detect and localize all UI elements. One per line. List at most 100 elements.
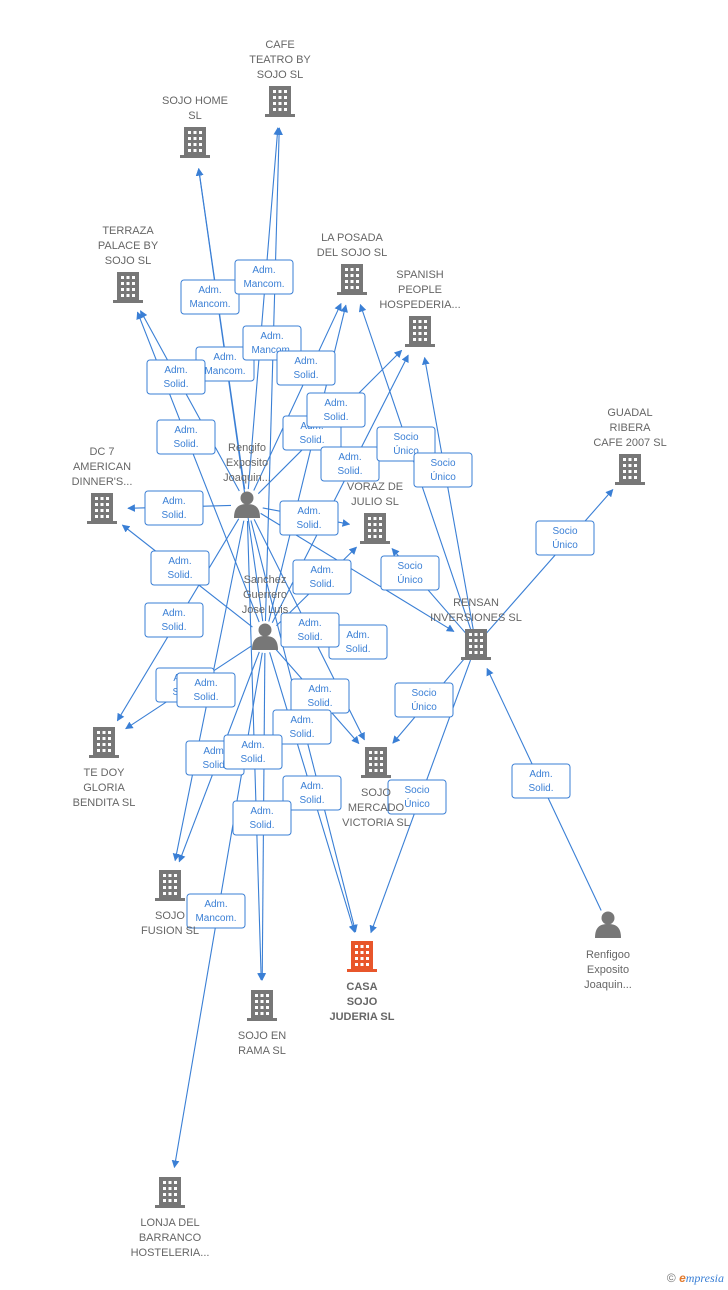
edge-label-box <box>272 709 332 745</box>
edge-label-box <box>279 500 339 536</box>
edge-label-box <box>232 800 292 836</box>
edge-label[interactable]: Adm.Solid. <box>280 612 340 648</box>
edge-sanchez-to-cafe_teatro <box>264 127 283 622</box>
edge-label[interactable]: Adm.Solid. <box>290 678 350 714</box>
edge-label-line: Solid. <box>173 439 198 450</box>
edge-label[interactable]: Adm.Solid. <box>511 763 571 799</box>
person-icon <box>234 491 260 518</box>
edge-label-line: Adm. <box>204 899 227 910</box>
node-label-line: SOJO SL <box>105 255 151 267</box>
edge-rengifo-to-cafe_teatro <box>247 127 282 490</box>
node-lonja[interactable]: LONJA DELBARRANCOHOSTELERIA... <box>131 1177 210 1259</box>
edge-label-line: Solid. <box>163 379 188 390</box>
building-icon <box>265 86 295 117</box>
edge-label[interactable]: Adm. Mancom. <box>186 893 246 929</box>
edge-label[interactable]: Adm.Solid. <box>282 775 342 811</box>
building-icon <box>337 264 367 295</box>
building-icon <box>615 454 645 485</box>
brand-name: mpresia <box>685 1271 724 1285</box>
node-label-line: Exposito <box>587 964 629 976</box>
edge-label[interactable]: Adm.Solid. <box>223 734 283 770</box>
brand-initial: e <box>679 1271 686 1285</box>
edge-label-line: Adm. <box>294 356 317 367</box>
node-label-line: RENSAN <box>453 597 499 609</box>
edge-label-line: Mancom. <box>204 366 245 377</box>
edge-label[interactable]: Adm.Solid. <box>292 559 352 595</box>
edge-label[interactable]: Adm.Solid. <box>279 500 339 536</box>
edge-label-line: Solid. <box>345 644 370 655</box>
edge-label-line: Adm. <box>174 425 197 436</box>
edge-label[interactable]: Adm.Mancom. <box>234 259 294 295</box>
edge-label-box <box>223 734 283 770</box>
node-mercado[interactable]: SOJO MERCADO VICTORIA SL <box>342 747 410 829</box>
node-label-line: CASA <box>346 981 377 993</box>
node-label-line: INVERSIONES SL <box>430 612 522 624</box>
edge-label-line: Solid. <box>299 435 324 446</box>
node-label-line: SOJO <box>347 996 378 1008</box>
node-label-line: VICTORIA SL <box>342 817 410 829</box>
person-icon <box>595 911 621 938</box>
edge-label-box <box>320 446 380 482</box>
edge-label-box <box>144 602 204 638</box>
edge-label-box <box>292 559 352 595</box>
node-label-line: Exposito <box>226 457 268 469</box>
edge-label[interactable]: Adm.Solid. <box>144 602 204 638</box>
node-label-line: SOJO HOME <box>162 95 228 107</box>
node-label-line: AMERICAN <box>73 461 131 473</box>
node-renfigoo[interactable]: RenfigooExpositoJoaquin... <box>584 911 632 992</box>
edge-label[interactable]: Adm. Solid. <box>156 419 216 455</box>
edge-label[interactable]: Adm.Solid. <box>272 709 332 745</box>
node-label-line: SOJO <box>361 787 391 799</box>
edge-label-line: Solid. <box>297 632 322 643</box>
edge-label[interactable]: Adm.Solid. <box>176 672 236 708</box>
edge-label[interactable]: Adm.Solid. <box>320 446 380 482</box>
edge-label-line: Mancom. <box>195 913 236 924</box>
node-label-line: RIBERA <box>610 422 652 434</box>
edge-label-line: Solid. <box>528 783 553 794</box>
edge-label-box <box>306 392 366 428</box>
node-label-line: Rengifo <box>228 442 266 454</box>
edge-label-box <box>535 520 595 556</box>
edge-label[interactable]: Adm.Solid. <box>232 800 292 836</box>
edge-label-line: Solid. <box>193 692 218 703</box>
node-rensan[interactable]: RENSAN INVERSIONES SL <box>430 597 522 660</box>
edge-label-line: Adm. <box>297 506 320 517</box>
edge-label[interactable]: Adm.Solid. <box>144 490 204 526</box>
edge-label-box <box>387 779 447 815</box>
node-label-line: BENDITA SL <box>73 797 136 809</box>
edge-rengifo-to-posada <box>253 302 342 491</box>
node-spanish[interactable]: SPANISHPEOPLEHOSPEDERIA... <box>379 269 461 347</box>
node-rengifo[interactable]: RengifoExpositoJoaquin... <box>223 442 271 518</box>
edge-label-line: Solid. <box>293 370 318 381</box>
empresia-logo: © empresia <box>667 1271 724 1286</box>
edge-label[interactable]: Adm.Mancom. <box>180 279 240 315</box>
edge-label[interactable]: Adm.Solid. <box>146 359 206 395</box>
node-label-line: Joaquin... <box>584 979 632 991</box>
edge-label[interactable]: Adm.Solid. <box>150 550 210 586</box>
node-label-line: DC 7 <box>89 446 114 458</box>
edge-label-line: Solid. <box>337 466 362 477</box>
edge-label[interactable]: Adm. Solid. <box>276 350 336 386</box>
node-label-line: MERCADO <box>348 802 405 814</box>
edge-label-line: Adm. <box>213 352 236 363</box>
edge-label-line: Solid. <box>161 510 186 521</box>
node-dc7[interactable]: DC 7AMERICANDINNER'S... <box>72 446 133 524</box>
edge-label[interactable]: Adm.Solid. <box>306 392 366 428</box>
